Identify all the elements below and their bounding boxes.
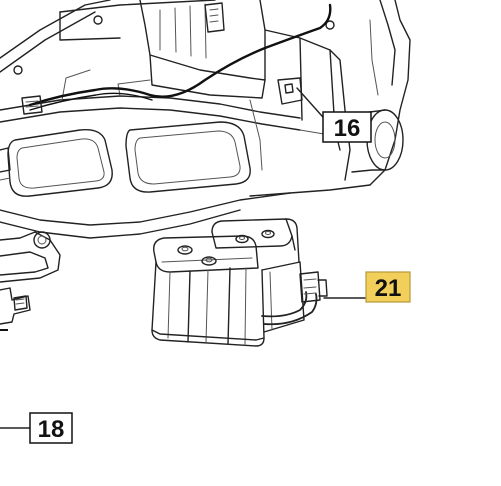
- side-connector: [0, 147, 31, 331]
- wiring-harness: [21, 3, 332, 115]
- callout-16-box: [322, 111, 372, 143]
- callout-21-label: 21: [375, 275, 402, 302]
- callout-18-label: 18: [38, 416, 65, 443]
- callout-21: 21: [365, 271, 411, 303]
- callout-21-box: [365, 271, 411, 303]
- leader-lines: [0, 87, 368, 429]
- chassis-frame: [0, 0, 411, 283]
- battery-pack: [151, 218, 328, 347]
- callout-18-box: [29, 412, 73, 444]
- callout-16: 16: [322, 111, 372, 143]
- callout-16-label: 16: [334, 115, 361, 142]
- callout-18: 18: [29, 412, 73, 444]
